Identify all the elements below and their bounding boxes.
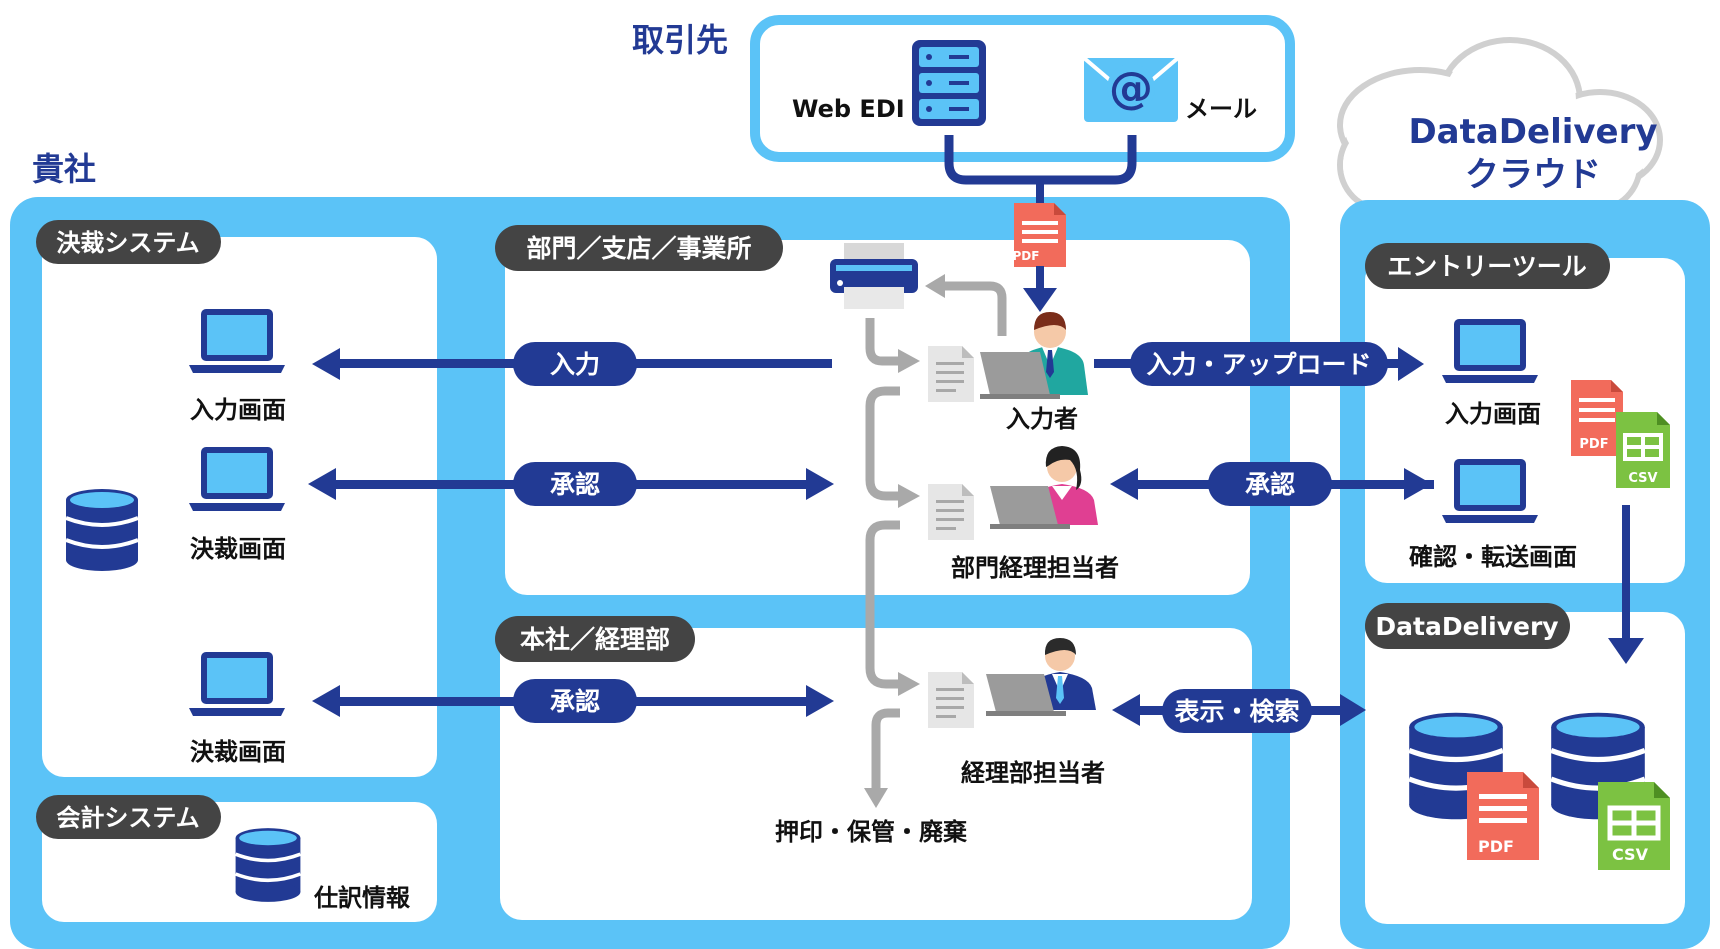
kessai-database-icon bbox=[64, 487, 140, 573]
inputter-label: 入力者 bbox=[1006, 405, 1078, 433]
tag-datadelivery-label: DataDelivery bbox=[1375, 612, 1558, 641]
partner-box bbox=[750, 15, 1295, 162]
tag-kessai bbox=[36, 220, 221, 264]
tag-honsha bbox=[495, 616, 695, 662]
partner-title: 取引先 bbox=[632, 21, 728, 59]
incoming-pdf-label: PDF bbox=[1013, 249, 1040, 263]
tag-bumon bbox=[495, 225, 783, 271]
tag-datadelivery bbox=[1365, 603, 1570, 649]
cloud-shape bbox=[1337, 37, 1663, 213]
arrow-down-to-inputter bbox=[1023, 288, 1057, 312]
tag-bumon-label: 部門／支店／事業所 bbox=[526, 234, 751, 263]
inputter-person-icon bbox=[980, 312, 1088, 399]
mail-icon: @ bbox=[1082, 56, 1180, 122]
company-title: 貴社 bbox=[32, 150, 96, 188]
dept-accountant-person-icon bbox=[990, 446, 1098, 529]
csv-label-dd: CSV bbox=[1612, 845, 1649, 864]
pdf-label-entry: PDF bbox=[1579, 437, 1608, 452]
input-screen-right-label: 入力画面 bbox=[1445, 400, 1541, 428]
incoming-pdf-icon bbox=[1014, 203, 1066, 267]
document-icon-3 bbox=[928, 672, 974, 728]
tag-entry-label: エントリーツール bbox=[1387, 252, 1587, 281]
input-screen-left-label: 入力画面 bbox=[190, 396, 286, 424]
web-edi-label: Web EDI bbox=[792, 95, 905, 123]
pill-approval-1-label: 承認 bbox=[550, 470, 600, 499]
server-icon bbox=[912, 40, 986, 126]
approval-screen-1-label: 決裁画面 bbox=[190, 535, 286, 563]
tag-kessai-label: 決裁システム bbox=[56, 229, 199, 257]
csv-file-icon-entry bbox=[1616, 412, 1670, 488]
pill-approval-3 bbox=[1208, 462, 1332, 506]
pill-upload bbox=[1130, 342, 1388, 386]
pill-input-label: 入力 bbox=[550, 350, 600, 379]
document-icon-2 bbox=[928, 484, 974, 540]
cloud-title-2: クラウド bbox=[1465, 155, 1601, 195]
tag-kaikei bbox=[36, 795, 221, 839]
csv-file-icon-dd bbox=[1598, 782, 1670, 870]
pdf-label-dd: PDF bbox=[1478, 837, 1514, 856]
entry-panel bbox=[1365, 258, 1685, 583]
accounting-staff-label: 経理部担当者 bbox=[961, 759, 1105, 787]
tag-honsha-label: 本社／経理部 bbox=[520, 625, 670, 654]
mail-label: メール bbox=[1185, 95, 1257, 123]
accounting-staff-person-icon bbox=[986, 638, 1096, 716]
approval-screen-2-label: 決裁画面 bbox=[190, 738, 286, 766]
stamp-store-label: 押印・保管・廃棄 bbox=[775, 818, 968, 846]
tag-kaikei-label: 会計システム bbox=[56, 804, 199, 832]
svg-text:@: @ bbox=[1109, 63, 1153, 114]
pill-approval-3-label: 承認 bbox=[1245, 470, 1295, 499]
shiwake-label: 仕訳情報 bbox=[313, 884, 411, 912]
kaikei-database-icon bbox=[233, 826, 303, 904]
confirm-screen-label: 確認・転送画面 bbox=[1409, 543, 1577, 571]
printer-icon bbox=[830, 243, 918, 309]
cloud-title-1: DataDelivery bbox=[1408, 112, 1657, 152]
tag-entry bbox=[1365, 243, 1610, 289]
pill-upload-label: 入力・アップロード bbox=[1146, 350, 1371, 379]
dept-accountant-label: 部門経理担当者 bbox=[951, 554, 1119, 582]
document-icon-1 bbox=[928, 346, 974, 402]
pdf-file-icon-entry bbox=[1571, 380, 1623, 456]
pill-input bbox=[513, 342, 637, 386]
pill-approval-1 bbox=[513, 462, 637, 506]
csv-label-entry: CSV bbox=[1628, 471, 1657, 486]
gray-flow bbox=[865, 281, 1007, 790]
pill-approval-2-label: 承認 bbox=[550, 687, 600, 716]
pill-view-search-label: 表示・検索 bbox=[1174, 697, 1299, 726]
arrow-down-to-datadelivery bbox=[1608, 638, 1644, 664]
pill-view-search bbox=[1162, 689, 1312, 733]
pdf-file-icon-dd bbox=[1467, 772, 1539, 860]
pill-approval-2 bbox=[513, 679, 637, 723]
